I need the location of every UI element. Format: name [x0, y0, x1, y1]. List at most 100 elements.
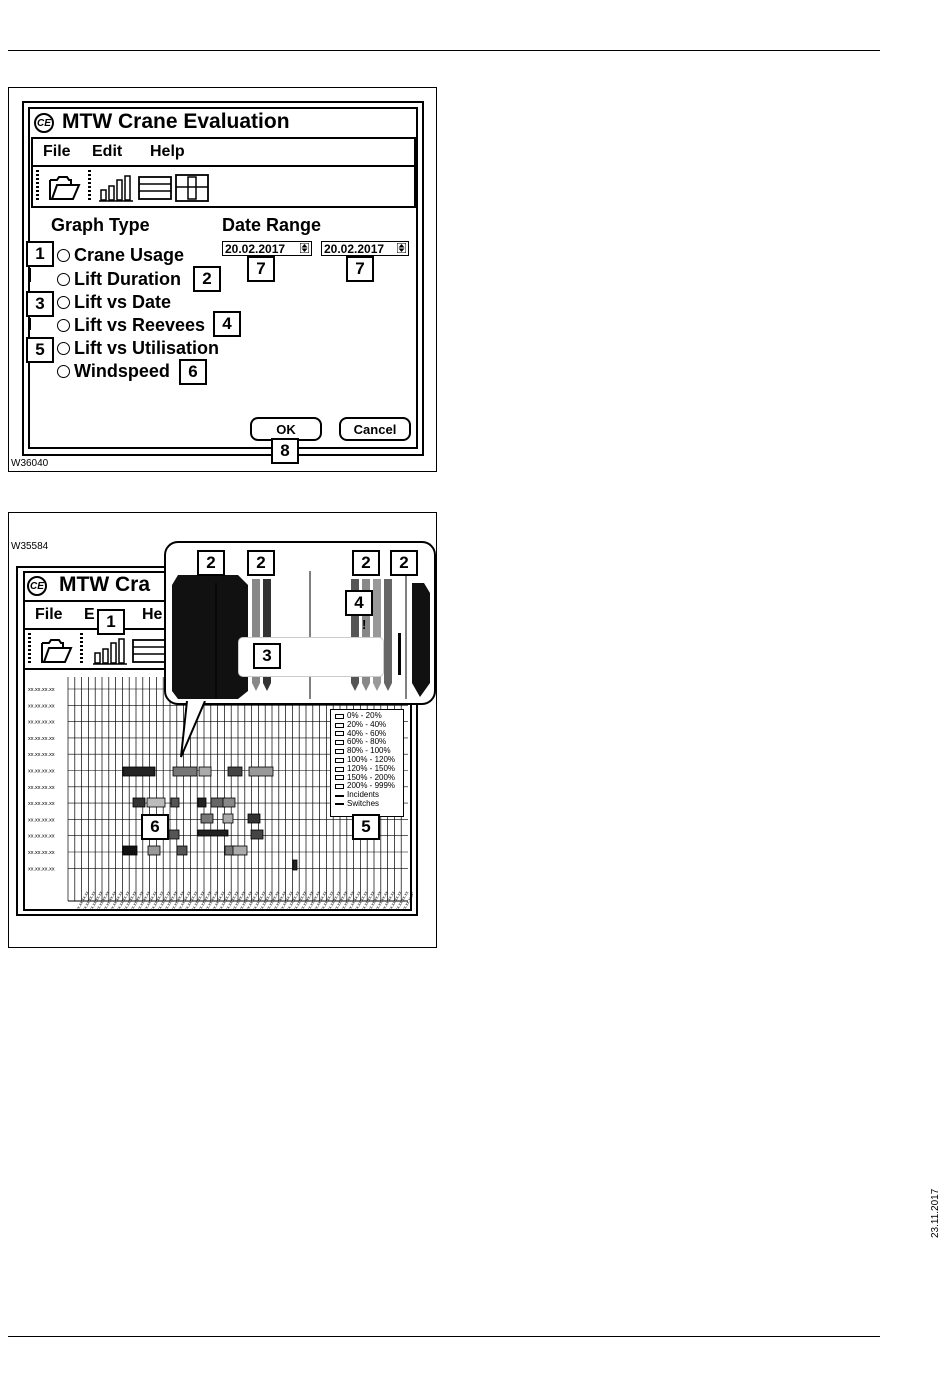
legend-swatch [335, 794, 344, 797]
callout-2: 2 [193, 266, 221, 292]
table-icon[interactable] [138, 176, 172, 200]
usage-block [132, 797, 146, 808]
spinner-icon[interactable] [300, 243, 309, 253]
radio-button[interactable] [57, 296, 70, 309]
usage-grid-chart: xx.xx.xx.xx xx.xx.xx.xx xx.xx.xx.xx xx.xx.x… [28, 677, 413, 912]
callout-7-to: 7 [346, 256, 374, 282]
menu-edit[interactable]: E [84, 606, 95, 623]
usage-block [198, 766, 212, 777]
legend-entry: Switches [335, 798, 399, 809]
menu-file[interactable]: File [35, 606, 63, 623]
legend-swatch [335, 784, 344, 790]
menu-help[interactable]: Help [150, 143, 185, 160]
bar-chart-icon[interactable] [93, 637, 127, 665]
option-lift-vs-date[interactable]: Lift vs Date [57, 292, 171, 313]
row-label: xx.xx.xx.xx [28, 736, 55, 742]
option-lift-duration[interactable]: Lift Duration [57, 269, 181, 290]
radio-button[interactable] [57, 365, 70, 378]
toolbar-grip-2 [80, 633, 83, 665]
radio-button[interactable] [57, 319, 70, 332]
usage-block [222, 813, 234, 824]
usage-block [292, 859, 298, 871]
toolbar-grip [36, 170, 39, 202]
radio-button[interactable] [57, 342, 70, 355]
option-lift-vs-reevees[interactable]: Lift vs Reevees [57, 315, 205, 336]
legend-label: 0% - 20% [347, 711, 382, 720]
usage-block [168, 829, 180, 840]
legend-swatch [335, 757, 344, 763]
callout-7-from: 7 [247, 256, 275, 282]
row-label: xx.xx.xx.xx [28, 703, 55, 709]
table-icon[interactable] [132, 639, 166, 663]
usage-block [197, 829, 229, 837]
figure-id: W35584 [11, 541, 49, 552]
callout-8: 8 [271, 438, 299, 464]
usage-block [147, 845, 161, 856]
legend-label: 100% - 120% [347, 754, 396, 764]
legend: 0% - 20%20% - 40%40% - 60%60% - 80%80% -… [330, 709, 404, 817]
usage-block [176, 845, 188, 856]
figure-id: W36040 [11, 458, 49, 469]
leader-line [29, 318, 31, 330]
usage-block [227, 766, 243, 777]
bottom-rule [8, 1336, 880, 1337]
usage-block [232, 845, 248, 856]
ce-logo-icon: CE [34, 113, 54, 133]
bar-chart-icon[interactable] [99, 174, 133, 202]
usage-block [197, 797, 207, 808]
toolbar [31, 167, 416, 208]
cancel-button[interactable]: Cancel [339, 417, 411, 441]
date-range-heading: Date Range [222, 215, 322, 235]
callout-1: 1 [26, 241, 54, 267]
row-label: xx.xx.xx.xx [28, 801, 55, 807]
callout-3: 3 [253, 643, 281, 669]
callout-4: 4 [345, 590, 373, 616]
spinner-icon[interactable] [397, 243, 406, 253]
utilisation-icon[interactable] [175, 174, 209, 202]
folder-open-icon[interactable] [47, 172, 81, 202]
legend-label: 40% - 60% [347, 728, 387, 738]
toolbar-grip-2 [88, 170, 91, 202]
folder-open-icon[interactable] [39, 635, 73, 665]
usage-block [222, 797, 236, 808]
ce-logo-icon: CE [27, 576, 47, 596]
usage-block [172, 766, 198, 777]
legend-label: 200% - 999% [347, 781, 396, 791]
legend-swatch [335, 722, 344, 728]
date-to-field[interactable]: 20.02.2017 [321, 241, 409, 256]
menu-edit[interactable]: Edit [92, 143, 123, 160]
window-title: MTW Crane Evaluation [62, 110, 290, 133]
option-windspeed[interactable]: Windspeed [57, 361, 170, 382]
callout-4: 4 [213, 311, 241, 337]
leader-line [29, 268, 31, 282]
menu-file[interactable]: File [43, 143, 71, 160]
option-crane-usage[interactable]: Crane Usage [57, 245, 184, 266]
figure-crane-evaluation-dialog: W36040 CE MTW Crane Evaluation File Edit… [8, 87, 437, 472]
usage-block [200, 813, 214, 824]
option-lift-vs-utilisation[interactable]: Lift vs Utilisation [57, 338, 219, 359]
usage-block [170, 797, 180, 808]
usage-block [146, 797, 166, 808]
callout-2d: 2 [390, 550, 418, 576]
graph-type-heading: Graph Type [51, 215, 150, 235]
menu-help[interactable]: He [142, 606, 163, 623]
legend-entry: 120% - 150% [335, 764, 399, 774]
radio-button[interactable] [57, 273, 70, 286]
window-title: MTW Cra [59, 573, 150, 596]
row-label: xx.xx.xx.xx [28, 752, 55, 758]
legend-swatch [335, 803, 344, 806]
legend-entry: 40% - 60% [335, 728, 399, 739]
usage-block [122, 766, 156, 777]
radio-button[interactable] [57, 249, 70, 262]
row-label: xx.xx.xx.xx [28, 817, 55, 823]
legend-entry: 150% - 200% [335, 773, 399, 783]
legend-swatch [335, 740, 344, 746]
legend-label: Switches [347, 798, 380, 808]
legend-label: Incidents [347, 790, 380, 800]
callout-5: 5 [352, 814, 380, 840]
zoom-detail-bars: ! [172, 571, 430, 699]
callout-1: 1 [97, 609, 125, 635]
incident-mark: ! [362, 617, 366, 632]
date-from-field[interactable]: 20.02.2017 [222, 241, 312, 256]
